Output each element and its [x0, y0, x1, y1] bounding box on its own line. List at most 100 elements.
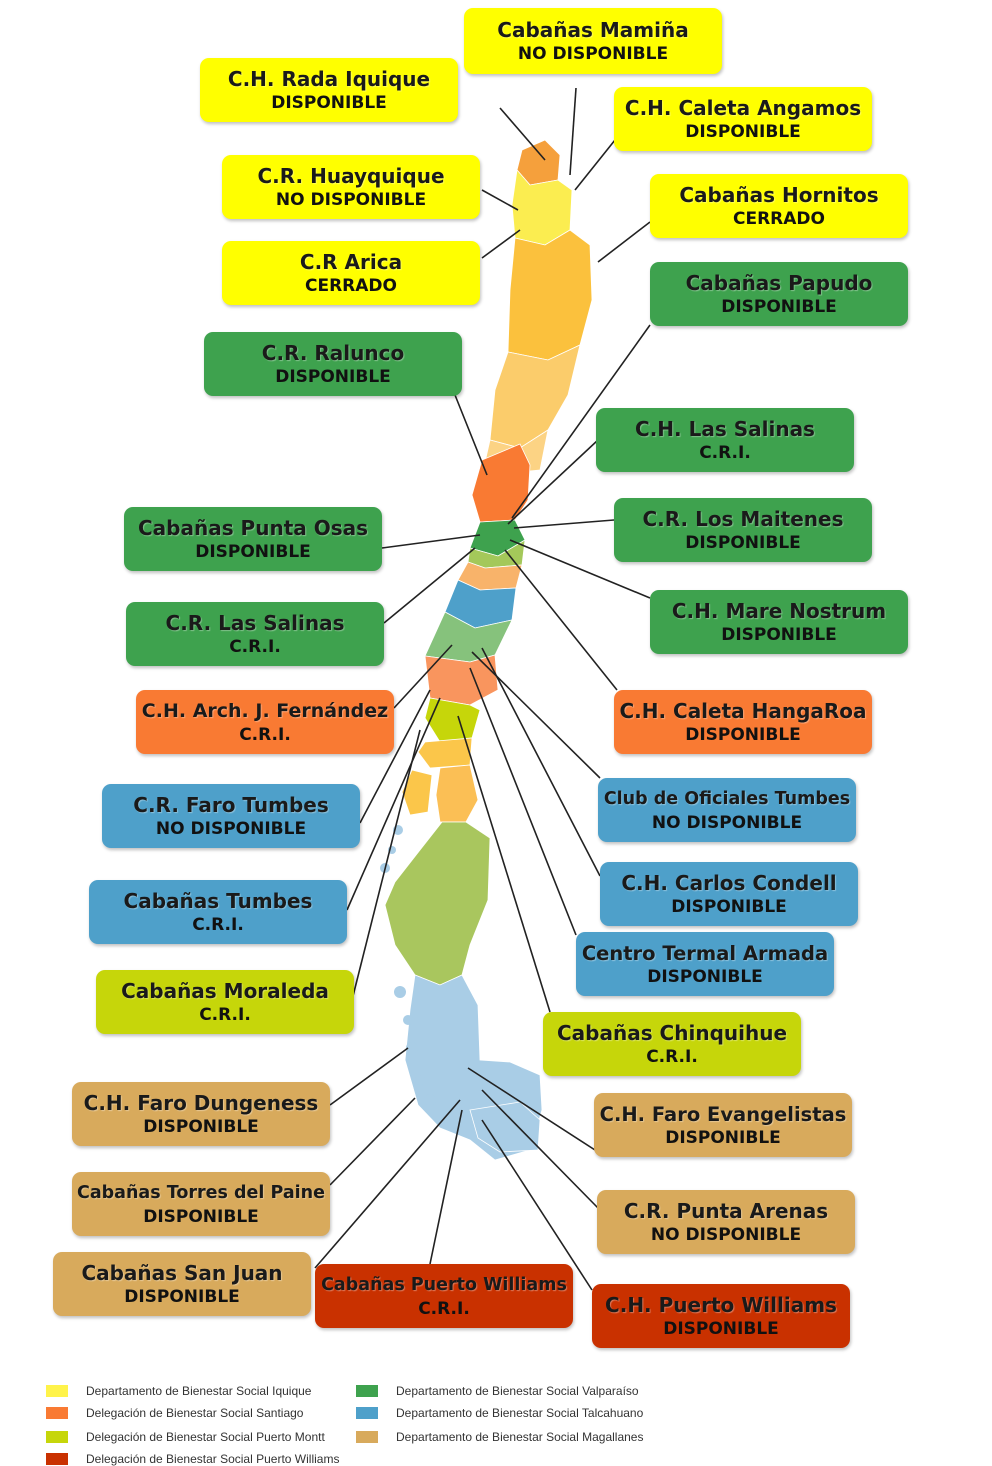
facility-name: C.H. Arch. J. Fernández: [141, 699, 389, 722]
region-loslagos-s: [417, 737, 473, 769]
connector-line: [597, 221, 651, 263]
facility-name: Cabañas Hornitos: [679, 182, 879, 207]
coastal-island: [394, 986, 406, 998]
facility-status: DISPONIBLE: [271, 92, 387, 113]
legend-item: Delegación de Bienestar Social Santiago: [46, 1406, 303, 1420]
legend-swatch: [46, 1385, 68, 1397]
facility-status: C.R.I.: [239, 724, 291, 745]
legend-item: Departamento de Bienestar Social Iquique: [46, 1384, 311, 1398]
facility-status: C.R.I.: [699, 442, 751, 463]
connector-line: [481, 189, 519, 211]
facility-status: DISPONIBLE: [685, 532, 801, 553]
connector-line: [351, 729, 421, 1001]
facility-status: DISPONIBLE: [671, 896, 787, 917]
facility-name: C.H. Caleta Angamos: [624, 95, 862, 120]
region-chiloe: [401, 769, 433, 816]
facility-status: DISPONIBLE: [124, 1286, 240, 1307]
facility-name: C.R. Punta Arenas: [623, 1198, 829, 1223]
facility-name: C.H. Carlos Condell: [621, 870, 837, 895]
region-santiago: [471, 443, 531, 523]
facility-status: NO DISPONIBLE: [275, 189, 427, 210]
facility-name: C.R. Los Maitenes: [642, 506, 844, 531]
facility-status: DISPONIBLE: [721, 624, 837, 645]
facility-status: DISPONIBLE: [685, 121, 801, 142]
connector-line: [393, 644, 453, 709]
legend-swatch: [356, 1385, 378, 1397]
facility-name: Cabañas San Juan: [81, 1260, 283, 1285]
region-palena: [435, 764, 479, 823]
facility-status: DISPONIBLE: [665, 1127, 781, 1148]
facility-status: NO DISPONIBLE: [517, 43, 669, 64]
facility-name: C.R. Ralunco: [261, 340, 405, 365]
facility-status: DISPONIBLE: [195, 541, 311, 562]
connector-line: [314, 1099, 461, 1269]
facility-name: C.R. Faro Tumbes: [133, 792, 329, 817]
connector-line: [383, 547, 476, 624]
connector-line: [481, 229, 521, 259]
facility-status: DISPONIBLE: [647, 966, 763, 987]
connector-line: [381, 534, 481, 549]
legend-item: Delegación de Bienestar Social Puerto Wi…: [46, 1452, 339, 1466]
connector-line: [569, 87, 577, 176]
facility-name: C.H. Las Salinas: [635, 416, 815, 441]
connector-line: [481, 1089, 599, 1209]
connector-lines: [314, 87, 651, 1291]
legend-swatch: [46, 1453, 68, 1465]
legend-swatch: [356, 1431, 378, 1443]
facility-status: NO DISPONIBLE: [650, 1224, 802, 1245]
facility-name: Club de Oficiales Tumbes: [603, 788, 851, 809]
legend-swatch: [46, 1407, 68, 1419]
connector-line: [509, 539, 651, 599]
facility-name: Cabañas Papudo: [685, 270, 873, 295]
facility-name: Cabañas Torres del Paine: [76, 1182, 326, 1203]
connector-line: [467, 1067, 596, 1151]
legend-swatch: [356, 1407, 378, 1419]
coastal-island: [424, 1094, 436, 1106]
legend-item: Delegación de Bienestar Social Puerto Mo…: [46, 1430, 325, 1444]
facility-name: Cabañas Punta Osas: [137, 515, 369, 540]
region-antofagasta: [507, 229, 593, 361]
region-atacama: [489, 344, 581, 449]
coastal-island: [447, 1110, 457, 1120]
facility-name: Cabañas Puerto Williams: [321, 1274, 567, 1295]
connector-line: [329, 1047, 409, 1106]
facility-status: C.R.I.: [418, 1298, 470, 1319]
coastal-island: [403, 1015, 413, 1025]
connector-line: [499, 107, 546, 161]
legend-label: Departamento de Bienestar Social Iquique: [86, 1384, 312, 1398]
coastal-island: [415, 1075, 425, 1085]
facility-name: C.H. Caleta HangaRoa: [619, 698, 867, 723]
connector-line: [469, 667, 577, 936]
facility-name: Cabañas Moraleda: [121, 978, 329, 1003]
legend-item: Departamento de Bienestar Social Talcahu…: [356, 1406, 643, 1420]
region-aysen: [384, 821, 491, 986]
facility-name: C.R Arica: [299, 249, 403, 274]
facility-name: C.H. Puerto Williams: [605, 1292, 837, 1317]
facility-name: C.H. Mare Nostrum: [671, 598, 887, 623]
facility-status: CERRADO: [305, 275, 397, 296]
facility-status: DISPONIBLE: [143, 1206, 259, 1227]
connector-line: [359, 689, 431, 824]
facility-status: DISPONIBLE: [663, 1318, 779, 1339]
facility-name: C.H. Rada Iquique: [227, 66, 431, 91]
